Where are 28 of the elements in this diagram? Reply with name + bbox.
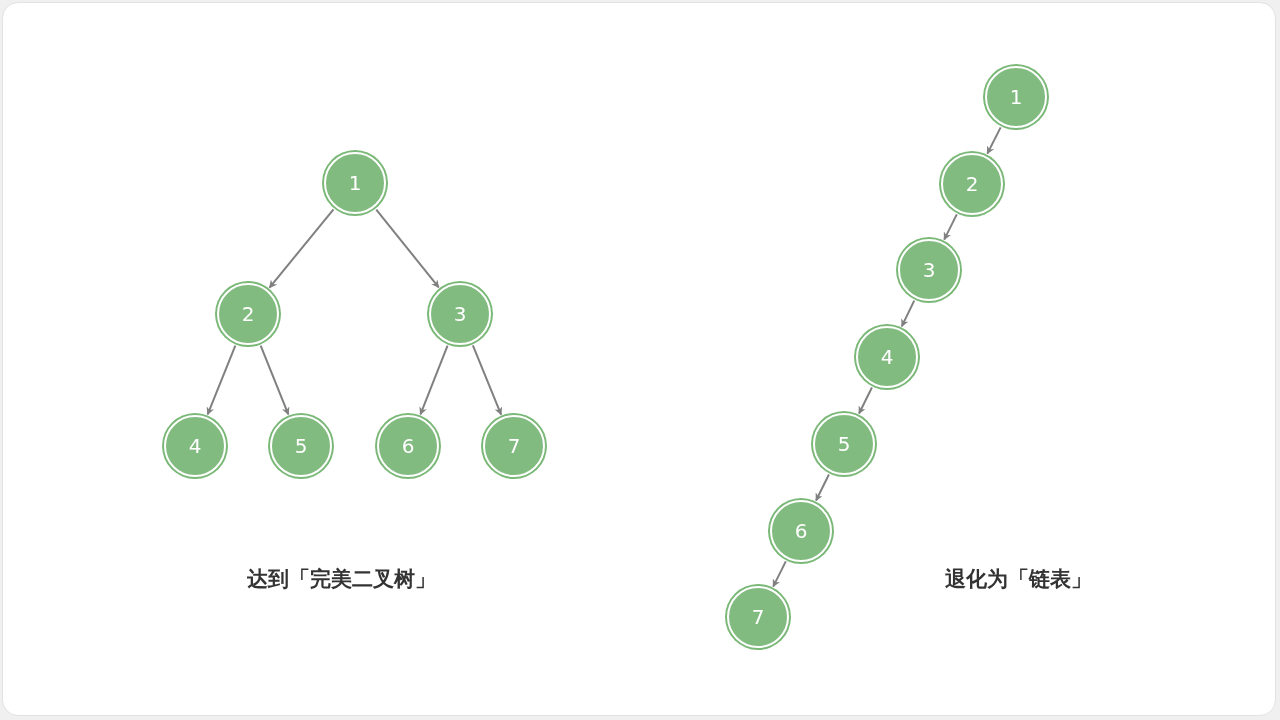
tree-node-circle: 5 (813, 413, 875, 475)
arrow (471, 344, 503, 416)
arrow (206, 344, 237, 416)
tree-node-circle: 3 (898, 239, 960, 301)
tree-node-circle: 6 (770, 500, 832, 562)
arrow (419, 344, 449, 416)
tree-node-circle: 4 (856, 326, 918, 388)
arrow (943, 213, 958, 241)
arrow (815, 473, 830, 502)
arrow (900, 299, 916, 328)
caption: 退化为「链表」 (944, 566, 1092, 593)
caption: 达到「完美二叉树」 (246, 566, 436, 593)
tree-node-circle: 6 (377, 415, 439, 477)
tree-node-circle: 7 (727, 586, 789, 648)
arrow (986, 126, 1002, 155)
arrow (772, 560, 787, 588)
tree-node-circle: 3 (429, 283, 491, 345)
tree-node-circle: 1 (985, 66, 1047, 128)
tree-node-circle: 4 (164, 415, 226, 477)
arrow (259, 344, 290, 416)
arrow (858, 386, 873, 415)
arrow (375, 208, 440, 289)
tree-node-circle: 5 (270, 415, 332, 477)
tree-node-circle: 1 (324, 152, 386, 214)
arrow (268, 208, 335, 289)
tree-node-circle: 2 (217, 283, 279, 345)
tree-node-circle: 2 (941, 153, 1003, 215)
tree-node-circle: 7 (483, 415, 545, 477)
